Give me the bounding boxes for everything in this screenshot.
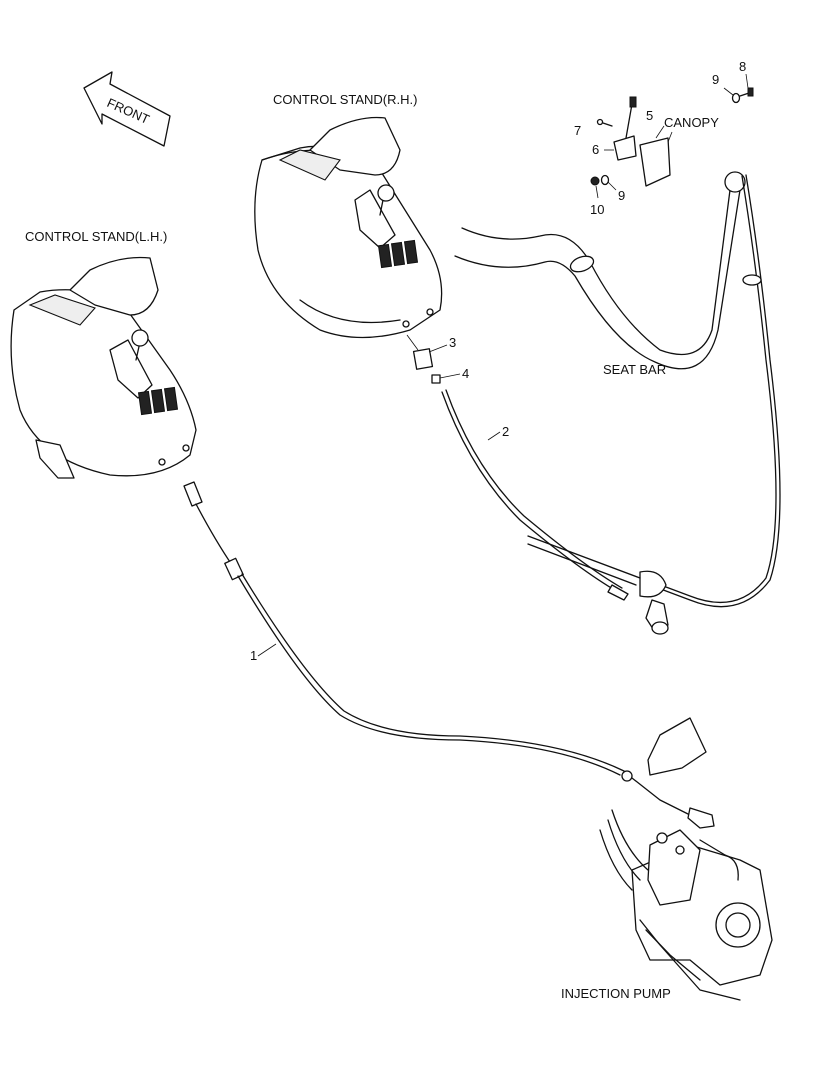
callout-4: 4 [462, 366, 469, 381]
canopy-label: CANOPY [664, 115, 719, 130]
cable-clip-part-3 [406, 334, 448, 370]
injection-pump-label: INJECTION PUMP [561, 986, 671, 1001]
canopy-bracket-part-5 [639, 125, 671, 187]
throttle-cable-part-2 [441, 389, 629, 601]
callout-7: 7 [574, 123, 581, 138]
callout-9-lower: 9 [618, 188, 625, 203]
control-stand-rh-label: CONTROL STAND(R.H.) [273, 92, 417, 107]
control-stand-rh [254, 116, 443, 339]
callout-5: 5 [646, 108, 653, 123]
front-arrow: FRONT [83, 71, 171, 147]
callout-8: 8 [739, 59, 746, 74]
washer-part-9-upper [723, 87, 741, 104]
callout-3: 3 [449, 335, 456, 350]
seat-bar-label: SEAT BAR [603, 362, 666, 377]
throttle-cable-part-1 [183, 481, 715, 829]
callout-6: 6 [592, 142, 599, 157]
cable-nut-part-4 [431, 373, 461, 384]
frame-line [527, 535, 641, 579]
joystick-knob-lh [131, 329, 149, 347]
frame-line-2 [527, 543, 637, 586]
control-stand-lh [10, 256, 197, 479]
injection-pump [599, 809, 773, 1001]
control-stand-lh-label: CONTROL STAND(L.H.) [25, 229, 167, 244]
washer-part-9-lower [600, 174, 617, 191]
joystick-knob-rh [377, 184, 395, 202]
nut-part-10 [590, 176, 600, 199]
bolt-part-8 [739, 73, 754, 97]
screw-part-7 [596, 118, 613, 127]
callout-1: 1 [250, 648, 257, 663]
cable-bracket [647, 717, 707, 776]
switch-part-6 [604, 96, 637, 161]
seat-bar-cable [639, 174, 781, 635]
callout-10: 10 [590, 202, 604, 217]
callout-2: 2 [502, 424, 509, 439]
seat-bar [454, 171, 746, 370]
callout-9-upper: 9 [712, 72, 719, 87]
